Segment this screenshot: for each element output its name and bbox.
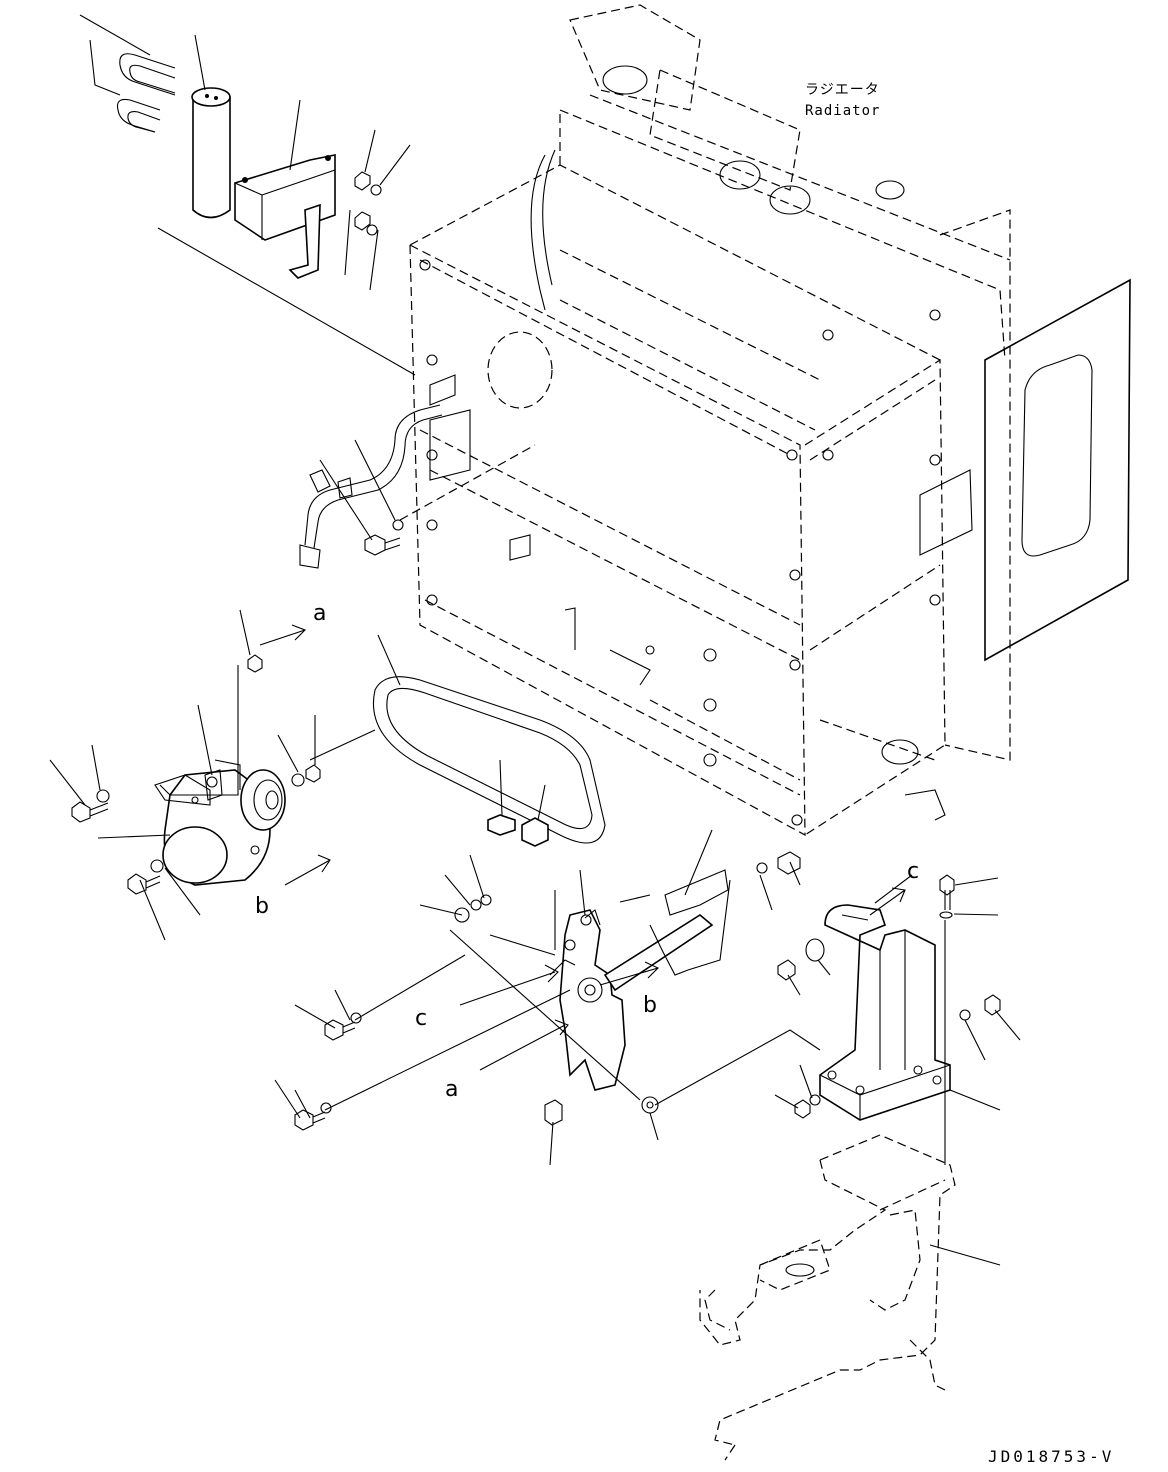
ref-mark-b-compressor: b <box>255 894 269 919</box>
drawing-code: JD018753-V <box>988 1447 1114 1466</box>
v-belt <box>372 634 606 844</box>
ref-mark-c-bracket: c <box>415 1006 427 1031</box>
engine-mount-frame <box>699 1134 1001 1461</box>
ac-hose-group <box>299 404 536 569</box>
compressor-group <box>49 609 376 941</box>
ref-mark-a-compressor: a <box>313 601 326 626</box>
receiver-drier-group <box>79 14 416 376</box>
ref-mark-a-bracket: a <box>445 1077 458 1102</box>
ref-mark-b-bracket: b <box>643 993 657 1018</box>
radiator-assembly <box>409 4 1131 837</box>
mount-bracket-group <box>774 874 1021 1165</box>
compressor-bracket-group <box>274 759 821 1166</box>
ref-mark-c-mount: c <box>907 859 919 884</box>
radiator-label-en: Radiator <box>805 103 880 119</box>
radiator-label-jp: ラジエータ <box>805 82 880 98</box>
